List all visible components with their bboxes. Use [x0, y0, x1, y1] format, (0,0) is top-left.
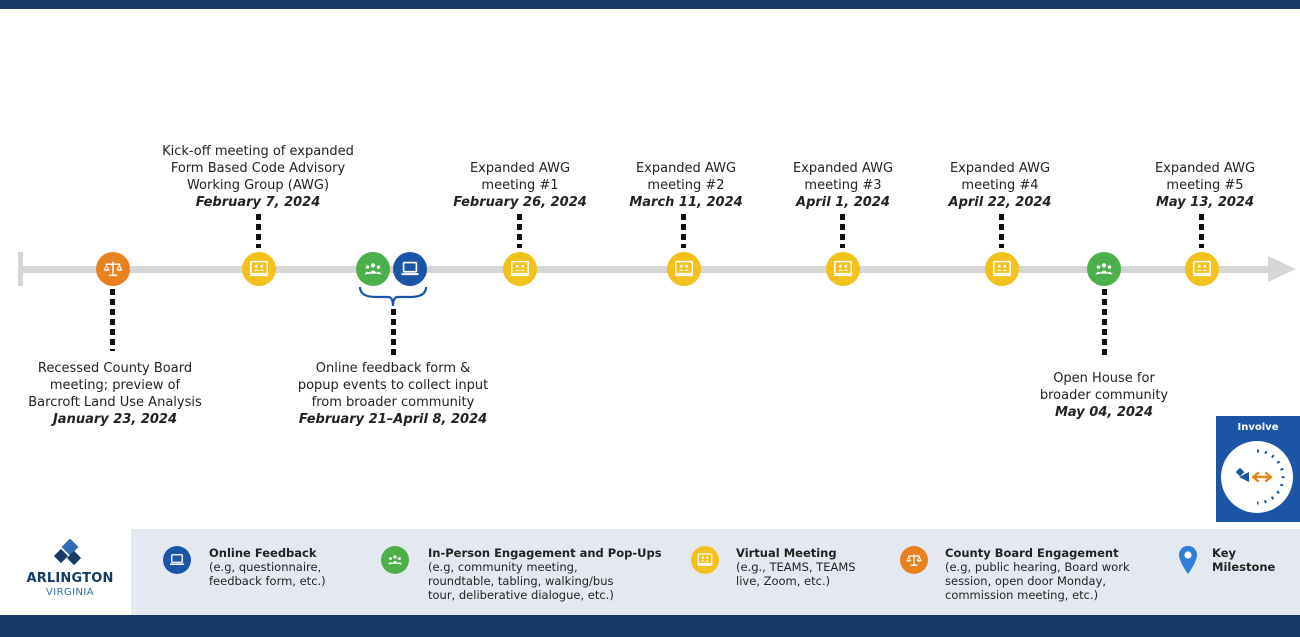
milestone-date: May 13, 2024 [1155, 195, 1255, 210]
connector-dots [1102, 289, 1107, 357]
connector-dots [391, 309, 396, 359]
milestone-date: May 04, 2024 [1054, 405, 1154, 420]
connector-dots [681, 214, 686, 248]
laptop-icon [393, 252, 427, 286]
screen-people-icon [826, 252, 860, 286]
logo-title: ARLINGTON [26, 571, 114, 586]
milestone-kickoff: Kick-off meeting of expanded Form Based … [130, 143, 386, 211]
milestone-open-house: Open House for broader community May 04,… [1004, 370, 1204, 421]
milestone-date: March 11, 2024 [629, 195, 743, 210]
screen-people-icon [1185, 252, 1219, 286]
legend-panel [131, 529, 1300, 615]
involve-label: Involve [1237, 422, 1279, 433]
milestone-awg3: Expanded AWG meeting #3 April 1, 2024 [763, 160, 923, 211]
top-banner [0, 0, 1300, 9]
legend-online-feedback: Online Feedback (e.g, questionnaire, fee… [209, 546, 326, 588]
milestone-feedback: Online feedback form & popup events to c… [262, 360, 524, 428]
connector-dots [840, 214, 845, 248]
connector-dots [110, 289, 115, 351]
people-icon [381, 546, 409, 574]
arlington-logo-icon [53, 539, 82, 566]
milestone-date: January 23, 2024 [52, 412, 178, 427]
map-pin-icon [1178, 545, 1198, 579]
connector-dots [256, 214, 261, 248]
people-icon [1087, 252, 1121, 286]
legend-key-milestone: Key Milestone [1212, 546, 1276, 574]
milestone-awg4: Expanded AWG meeting #4 April 22, 2024 [920, 160, 1080, 211]
logo-subtitle: VIRGINIA [46, 587, 94, 598]
legend-virtual-meeting: Virtual Meeting (e.g., TEAMS, TEAMS live… [736, 546, 856, 588]
milestone-awg5: Expanded AWG meeting #5 May 13, 2024 [1125, 160, 1285, 211]
screen-people-icon [667, 252, 701, 286]
milestone-date: April 1, 2024 [796, 195, 890, 210]
connector-dots [999, 214, 1004, 248]
milestone-awg1: Expanded AWG meeting #1 February 26, 202… [440, 160, 600, 211]
legend-county-board: County Board Engagement (e.g, public hea… [945, 546, 1130, 602]
scales-icon [900, 546, 928, 574]
screen-people-icon [985, 252, 1019, 286]
timeline-line [18, 266, 1270, 273]
connector-dots [1199, 214, 1204, 248]
milestone-county-board: Recessed County Board meeting; preview o… [10, 360, 220, 428]
milestone-awg2: Expanded AWG meeting #2 March 11, 2024 [606, 160, 766, 211]
scales-icon [96, 252, 130, 286]
milestone-date: April 22, 2024 [948, 195, 1052, 210]
screen-people-icon [503, 252, 537, 286]
people-icon [356, 252, 390, 286]
connector-dots [517, 214, 522, 248]
screen-people-icon [242, 252, 276, 286]
bottom-banner [0, 615, 1300, 637]
involve-spectrum-icon [1221, 441, 1293, 513]
involve-badge: Involve [1216, 416, 1300, 522]
brace-bracket [358, 286, 428, 307]
laptop-icon [163, 546, 191, 574]
legend-in-person: In-Person Engagement and Pop-Ups (e.g, c… [428, 546, 662, 602]
milestone-date: February 26, 2024 [453, 195, 587, 210]
screen-people-icon [691, 546, 719, 574]
milestone-date: February 21–April 8, 2024 [298, 412, 488, 427]
milestone-date: February 7, 2024 [195, 195, 321, 210]
timeline-arrow [1268, 256, 1296, 282]
arlington-logo: ARLINGTON VIRGINIA [14, 535, 126, 607]
